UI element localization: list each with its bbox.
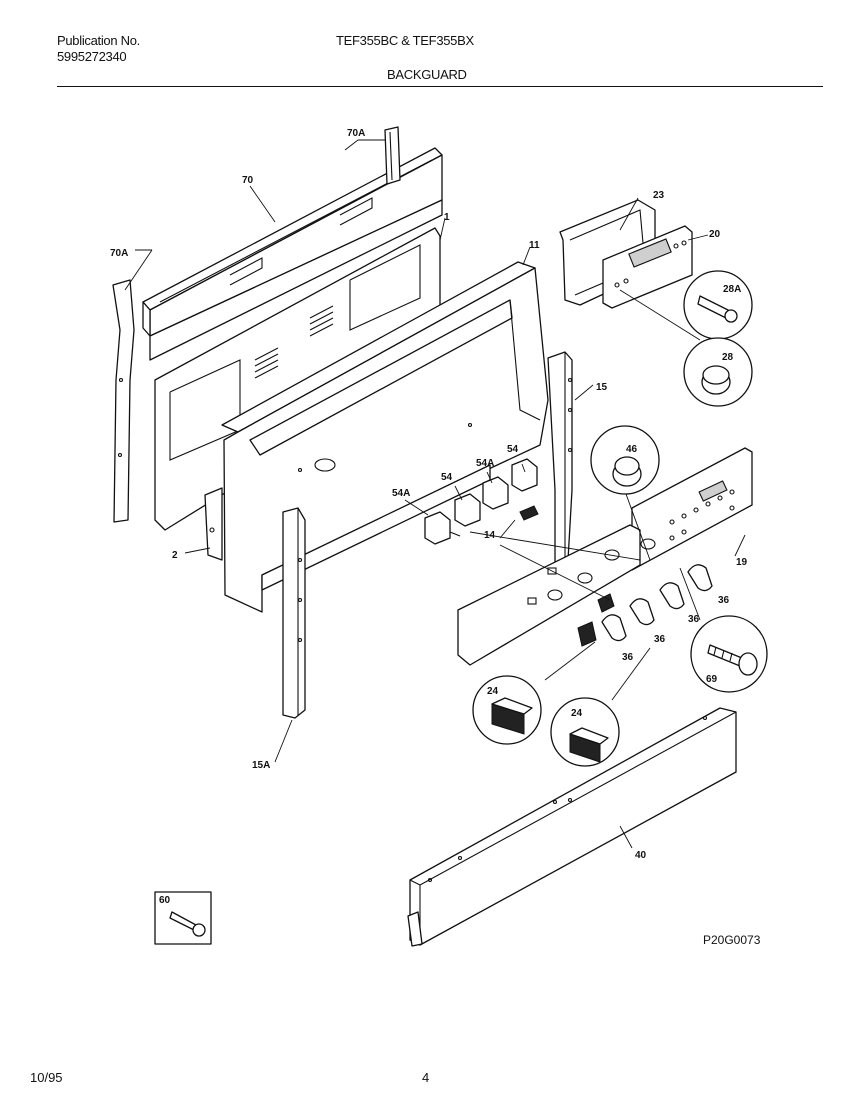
lower-knob-panel	[457, 524, 641, 666]
callout-36-c: 36	[654, 634, 666, 645]
callout-36-d: 36	[622, 652, 634, 663]
callout-40: 40	[635, 850, 647, 861]
callout-36-a: 36	[718, 595, 730, 606]
part-15-right-bracket	[547, 351, 573, 566]
callout-46: 46	[626, 444, 638, 455]
part-36-knob-2	[659, 582, 685, 610]
callout-54A-upper: 54A	[476, 458, 494, 469]
page-number: 4	[422, 1070, 430, 1085]
model-numbers: TEF355BC & TEF355BX	[336, 33, 474, 48]
callout-24-right: 24	[571, 708, 583, 719]
callout-24-left: 24	[487, 686, 499, 697]
part-2-bracket	[204, 487, 223, 561]
callout-20: 20	[709, 229, 721, 240]
callout-labels: 70A 70 70A 1 11 23 20 28A 28 15 46 54 54…	[110, 128, 748, 906]
part-15A-left-bracket	[282, 507, 306, 719]
callout-2: 2	[172, 550, 178, 561]
callout-23: 23	[653, 190, 665, 201]
part-40-lower-trim	[407, 707, 737, 947]
footer-date: 10/95	[30, 1070, 63, 1085]
callout-54-lower: 54	[441, 472, 453, 483]
publication-number: 5995272340	[57, 49, 127, 64]
part-54-switch-lower	[454, 493, 481, 527]
callout-14: 14	[484, 530, 496, 541]
part-70A-left-bracket	[112, 279, 135, 523]
header-rule	[57, 86, 823, 87]
callout-70A-left: 70A	[110, 248, 128, 259]
callout-19: 19	[736, 557, 748, 568]
part-70-top-trim	[142, 147, 443, 361]
part-54A-switch-upper	[482, 476, 509, 510]
part-28-clock-knob-detail	[683, 337, 753, 407]
callout-28A: 28A	[723, 284, 741, 295]
callout-36-b: 36	[688, 614, 700, 625]
part-14-connector	[519, 505, 539, 521]
callout-69: 69	[706, 674, 718, 685]
part-36-knob-1	[687, 564, 713, 592]
part-60-screw-box	[154, 891, 212, 945]
callout-28: 28	[722, 352, 734, 363]
part-24-switch-detail-left	[472, 675, 542, 745]
callout-15: 15	[596, 382, 608, 393]
part-36-knob-3	[629, 598, 655, 626]
publication-label: Publication No.	[57, 33, 140, 48]
callout-11: 11	[529, 240, 540, 251]
figure-code: P20G0073	[703, 933, 761, 947]
callout-1: 1	[444, 212, 450, 223]
small-switch-inserts	[577, 593, 615, 647]
part-54-switch-upper	[511, 458, 538, 492]
part-54A-switch-lower	[424, 511, 461, 545]
part-28A-knob-shaft-detail	[683, 270, 753, 340]
part-46-knob-detail	[590, 425, 660, 495]
callout-54A-lower: 54A	[392, 488, 410, 499]
part-36-knob-4	[601, 614, 627, 642]
part-70A-end-cap-top	[384, 126, 401, 185]
callout-60: 60	[159, 895, 171, 906]
leader-lines	[124, 139, 746, 849]
callout-70A-top: 70A	[347, 128, 365, 139]
callout-15A: 15A	[252, 760, 270, 771]
callout-54-upper: 54	[507, 444, 519, 455]
callout-70: 70	[242, 175, 254, 186]
section-title: BACKGUARD	[387, 67, 467, 82]
part-69-screw-detail	[690, 615, 768, 693]
part-20-clock-timer	[602, 225, 693, 309]
part-24-switch-detail-right	[550, 697, 620, 767]
